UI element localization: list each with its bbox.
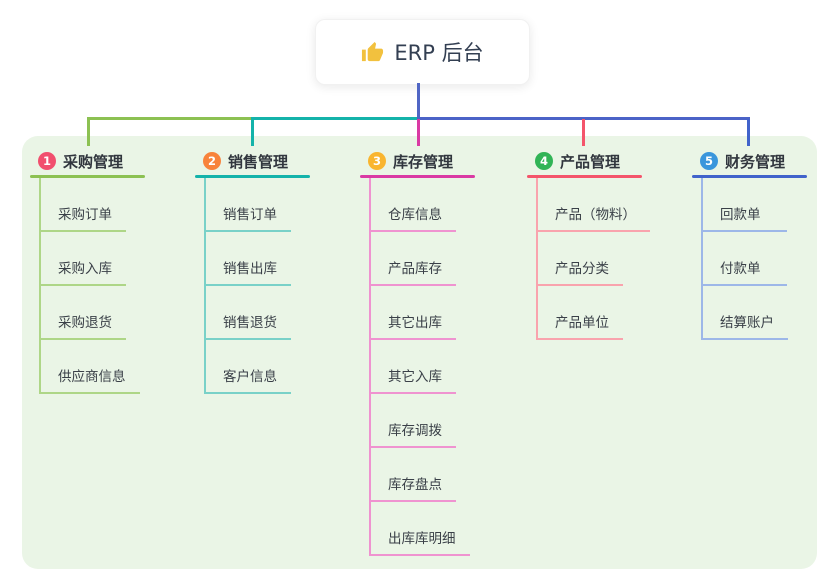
- child-node[interactable]: 供应商信息: [39, 340, 140, 394]
- child-node[interactable]: 其它出库: [369, 286, 456, 340]
- child-node[interactable]: 销售退货: [204, 286, 291, 340]
- child-node[interactable]: 库存盘点: [369, 448, 456, 502]
- branch-underline: [30, 175, 145, 178]
- branch-children: 产品（物料）产品分类产品单位: [527, 178, 650, 340]
- branch-trunk-line: [369, 178, 371, 556]
- child-node[interactable]: 销售出库: [204, 232, 291, 286]
- child-node[interactable]: 其它入库: [369, 340, 456, 394]
- branch-connector-line: [747, 119, 750, 146]
- branch-connector-line: [582, 119, 585, 146]
- child-node[interactable]: 采购订单: [39, 178, 126, 232]
- root-node[interactable]: ERP 后台: [315, 19, 530, 85]
- child-node[interactable]: 仓库信息: [369, 178, 456, 232]
- child-node[interactable]: 结算账户: [701, 286, 788, 340]
- connector-bus-segment: [87, 117, 252, 120]
- branch-trunk-line: [701, 178, 703, 340]
- branch-1: 1 采购管理 采购订单采购入库采购退货供应商信息: [30, 119, 145, 394]
- branch-label: 财务管理: [725, 152, 786, 171]
- child-node[interactable]: 采购退货: [39, 286, 126, 340]
- child-node[interactable]: 产品（物料）: [536, 178, 650, 232]
- branch-node-4[interactable]: 4 产品管理: [527, 150, 642, 172]
- child-node[interactable]: 库存调拨: [369, 394, 456, 448]
- branch-node-2[interactable]: 2 销售管理: [195, 150, 310, 172]
- branch-2: 2 销售管理 销售订单销售出库销售退货客户信息: [195, 119, 310, 394]
- branch-number-badge: 1: [38, 152, 56, 170]
- branch-children: 回款单付款单结算账户: [692, 178, 807, 340]
- branches-panel: [22, 136, 817, 569]
- child-node[interactable]: 客户信息: [204, 340, 291, 394]
- child-node[interactable]: 采购入库: [39, 232, 126, 286]
- branch-label: 产品管理: [560, 152, 621, 171]
- child-node[interactable]: 产品单位: [536, 286, 623, 340]
- branch-number-badge: 4: [535, 152, 553, 170]
- child-node[interactable]: 出库库明细: [369, 502, 470, 556]
- child-node[interactable]: 销售订单: [204, 178, 291, 232]
- child-node[interactable]: 产品分类: [536, 232, 623, 286]
- branch-3: 3 库存管理 仓库信息产品库存其它出库其它入库库存调拨库存盘点出库库明细: [360, 119, 475, 556]
- branch-children: 采购订单采购入库采购退货供应商信息: [30, 178, 145, 394]
- branch-node-5[interactable]: 5 财务管理: [692, 150, 807, 172]
- branch-number-badge: 2: [203, 152, 221, 170]
- branch-4: 4 产品管理 产品（物料）产品分类产品单位: [527, 119, 650, 340]
- branch-children: 仓库信息产品库存其它出库其它入库库存调拨库存盘点出库库明细: [360, 178, 475, 556]
- branch-underline: [360, 175, 475, 178]
- branch-label: 采购管理: [63, 152, 124, 171]
- branch-connector-line: [251, 119, 254, 146]
- branch-children: 销售订单销售出库销售退货客户信息: [195, 178, 310, 394]
- child-node[interactable]: 产品库存: [369, 232, 456, 286]
- branch-connector-line: [87, 119, 90, 146]
- branch-underline: [527, 175, 642, 178]
- branch-trunk-line: [39, 178, 41, 394]
- branch-trunk-line: [204, 178, 206, 394]
- connector-bus-segment: [417, 117, 750, 120]
- thumbs-up-icon: [361, 41, 384, 64]
- branch-node-3[interactable]: 3 库存管理: [360, 150, 475, 172]
- child-node[interactable]: 回款单: [701, 178, 787, 232]
- branch-label: 库存管理: [393, 152, 454, 171]
- connector-bus-segment: [251, 117, 418, 120]
- branch-connector-line: [417, 119, 420, 146]
- root-connector-line: [417, 83, 420, 120]
- branch-number-badge: 5: [700, 152, 718, 170]
- branch-node-1[interactable]: 1 采购管理: [30, 150, 145, 172]
- child-node[interactable]: 付款单: [701, 232, 787, 286]
- branch-5: 5 财务管理 回款单付款单结算账户: [692, 119, 807, 340]
- branch-underline: [692, 175, 807, 178]
- branch-label: 销售管理: [228, 152, 289, 171]
- root-label: ERP 后台: [394, 41, 484, 65]
- branch-number-badge: 3: [368, 152, 386, 170]
- branch-trunk-line: [536, 178, 538, 340]
- branch-underline: [195, 175, 310, 178]
